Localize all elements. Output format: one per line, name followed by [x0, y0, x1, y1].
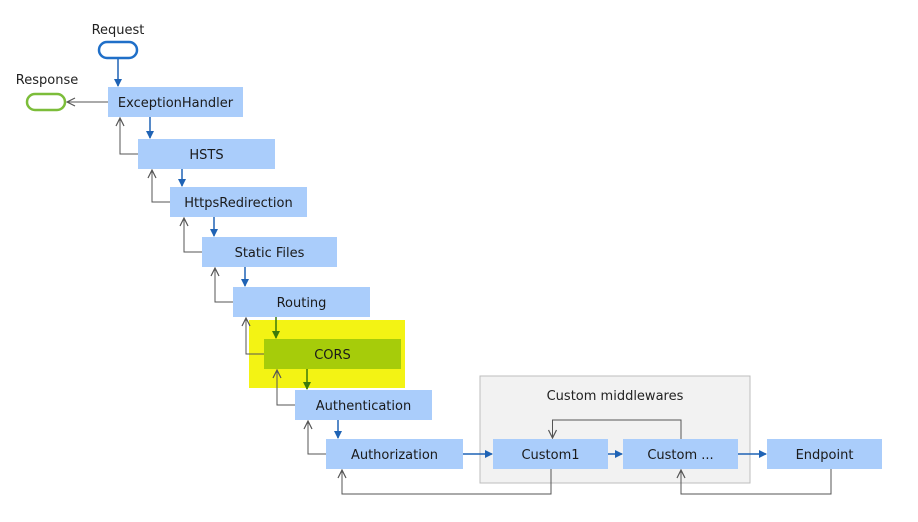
node-authentication-label: Authentication: [316, 399, 411, 414]
node-cors-label: CORS: [314, 348, 351, 363]
custom1-return-arrow: [342, 469, 552, 495]
endpoint-return-arrow: [681, 469, 832, 495]
custom-middlewares-title: Custom middlewares: [547, 389, 684, 404]
node-authorization: [326, 439, 463, 469]
node-custom-1-label: Custom1: [521, 448, 579, 463]
response-terminal-icon: [25, 92, 67, 112]
return-arrow-7: [308, 421, 326, 455]
return-arrow-4: [215, 268, 233, 303]
node-exceptionhandler-label: ExceptionHandler: [118, 96, 234, 111]
return-arrow-5: [246, 318, 264, 355]
node-custom-2-label: Custom ...: [647, 448, 713, 463]
return-arrow-1: [120, 118, 138, 155]
node-cors: [264, 339, 401, 369]
node-httpsredirection: [170, 187, 307, 217]
custom-loop-arrow: [553, 419, 682, 439]
node-httpsredirection-label: HttpsRedirection: [184, 196, 292, 211]
return-arrow-2: [152, 170, 170, 203]
request-label: Request: [92, 23, 145, 38]
node-hsts: [138, 139, 275, 169]
response-label: Response: [16, 73, 78, 88]
node-custom-2: [623, 439, 738, 469]
node-static-files: [202, 237, 337, 267]
node-static-files-label: Static Files: [235, 246, 305, 261]
node-hsts-label: HSTS: [189, 148, 223, 163]
request-terminal-icon: [97, 40, 139, 60]
node-exceptionhandler: [108, 87, 243, 117]
node-endpoint-label: Endpoint: [796, 448, 854, 463]
node-endpoint: [767, 439, 882, 469]
node-routing: [233, 287, 370, 317]
node-routing-label: Routing: [277, 296, 327, 311]
node-authentication: [295, 390, 432, 420]
node-authorization-label: Authorization: [351, 448, 438, 463]
node-custom-1: [493, 439, 608, 469]
return-arrow-3: [184, 218, 202, 253]
return-arrow-6: [277, 370, 295, 406]
